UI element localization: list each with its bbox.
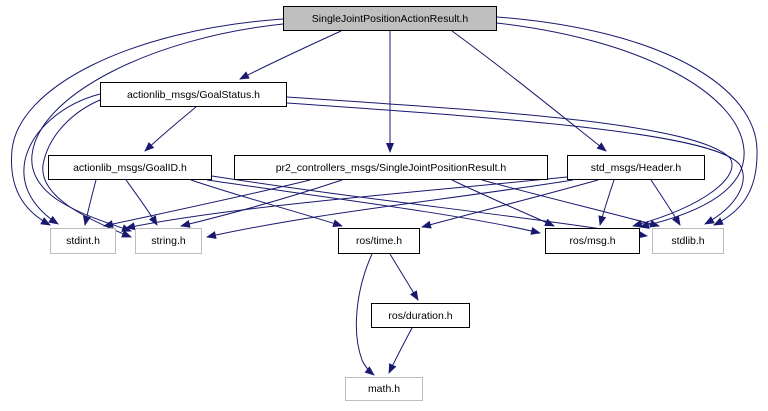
edge-header-to-rostime xyxy=(421,179,599,229)
edge-result-to-string xyxy=(180,179,343,228)
graph-node-label-rostime: ros/time.h xyxy=(355,235,403,247)
edge-result-to-rosmsg xyxy=(451,179,555,227)
graph-node-stdlib: stdlib.h xyxy=(652,228,724,254)
edge-main-to-string xyxy=(31,23,284,232)
edge-goalid-to-rosmsg xyxy=(206,179,541,235)
graph-node-main: SingleJointPositionActionResult.h xyxy=(283,6,497,31)
edge-main-to-stdint xyxy=(10,18,284,226)
graph-node-math: math.h xyxy=(345,377,423,401)
edge-goalstatus-to-stdlib xyxy=(286,102,744,225)
edge-main-to-header xyxy=(451,30,607,152)
graph-node-label-goalid: actionlib_msgs/GoalID.h xyxy=(73,161,187,174)
edge-header-to-string xyxy=(206,179,574,239)
graph-node-goalid[interactable]: actionlib_msgs/GoalID.h xyxy=(48,155,212,180)
edge-goalid-to-string xyxy=(125,179,158,226)
edge-rostime-to-duration xyxy=(389,253,419,301)
edge-header-to-stdlib xyxy=(650,179,681,226)
graph-node-label-stdint: stdint.h xyxy=(66,235,100,247)
graph-node-duration[interactable]: ros/duration.h xyxy=(371,303,470,328)
edge-header-to-stdint xyxy=(125,176,568,231)
edge-rostime-to-math xyxy=(355,253,375,376)
edge-main-to-stdlib xyxy=(496,16,758,226)
graph-edges xyxy=(10,16,758,376)
edge-main-to-goalstatus xyxy=(239,30,342,80)
graph-node-label-main: SingleJointPositionActionResult.h xyxy=(311,12,469,25)
edge-goalstatus-to-stdint xyxy=(23,93,101,225)
edge-main-to-rosmsg xyxy=(496,22,745,229)
edge-goalstatus-to-goalid xyxy=(144,106,197,152)
graph-node-label-duration: ros/duration.h xyxy=(388,309,453,322)
edge-goalstatus-to-rosmsg xyxy=(286,96,733,228)
graph-node-label-header: std_msgs/Header.h xyxy=(590,161,682,174)
edge-duration-to-math xyxy=(388,327,413,374)
graph-node-goalstatus[interactable]: actionlib_msgs/GoalStatus.h xyxy=(100,82,287,107)
edge-result-to-stdint xyxy=(103,179,311,228)
graph-node-label-math: math.h xyxy=(367,383,401,395)
graph-node-header[interactable]: std_msgs/Header.h xyxy=(567,155,705,180)
graph-node-label-rosmsg: ros/msg.h xyxy=(569,235,616,247)
graph-node-label-string: string.h xyxy=(151,235,186,247)
graph-node-label-goalstatus: actionlib_msgs/GoalStatus.h xyxy=(126,88,261,101)
graph-node-rostime[interactable]: ros/time.h xyxy=(338,228,420,254)
edge-result-to-stdlib xyxy=(481,179,660,228)
edge-goalstatus-to-string xyxy=(42,99,132,238)
graph-node-rosmsg[interactable]: ros/msg.h xyxy=(545,228,640,254)
edge-goalid-to-stdint xyxy=(82,179,97,226)
graph-node-label-result: pr2_controllers_msgs/SingleJointPosition… xyxy=(275,161,507,174)
edge-header-to-rosmsg xyxy=(598,179,615,226)
graph-node-string: string.h xyxy=(135,228,202,254)
graph-node-result[interactable]: pr2_controllers_msgs/SingleJointPosition… xyxy=(234,155,548,180)
graph-node-label-stdlib: stdlib.h xyxy=(671,235,705,247)
graph-node-stdint: stdint.h xyxy=(50,228,116,254)
